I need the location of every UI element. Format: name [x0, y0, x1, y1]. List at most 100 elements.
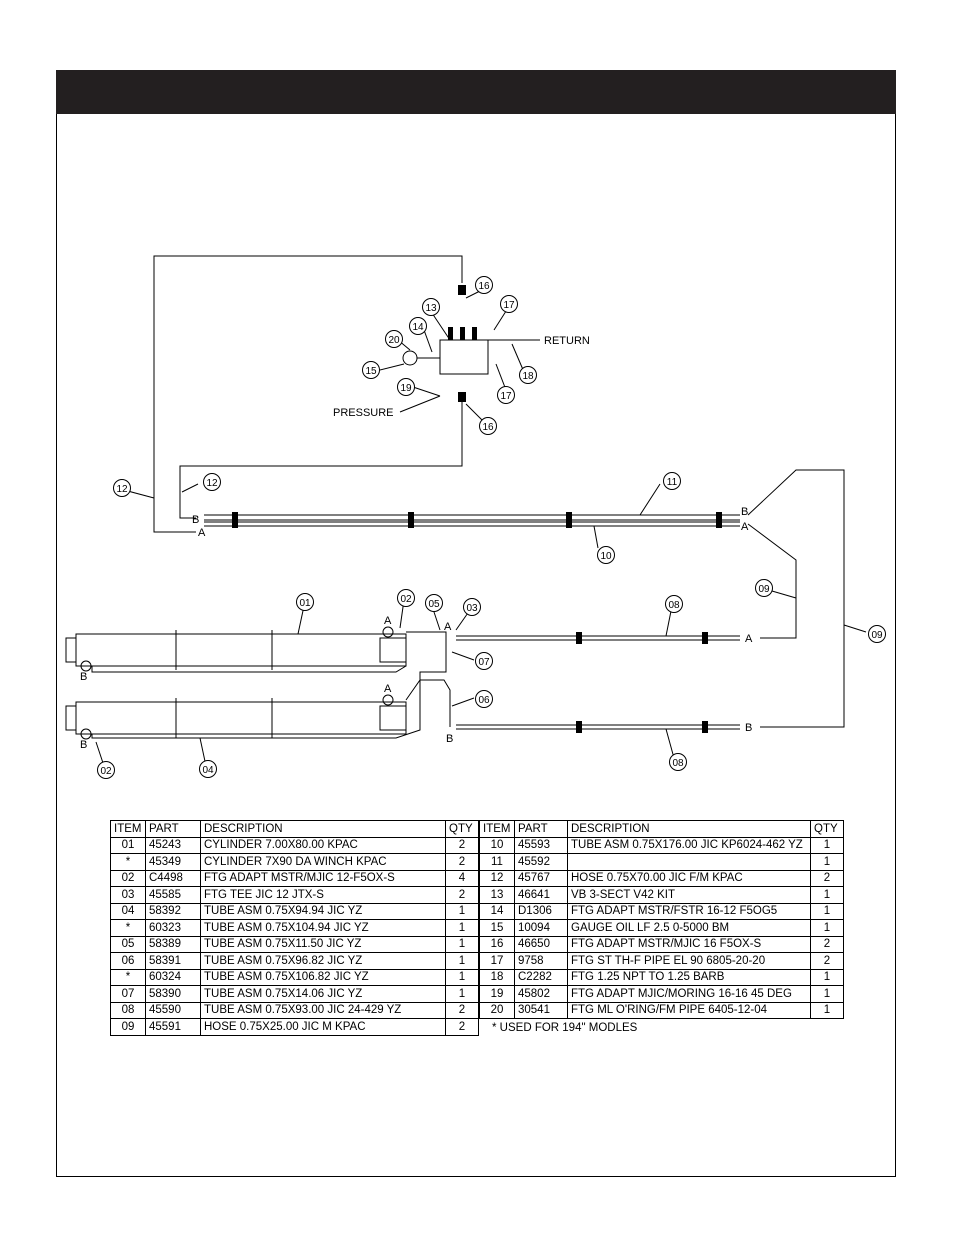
qty-cell: 1 — [445, 919, 479, 937]
return-label: RETURN — [544, 335, 590, 347]
part-cell: C4498 — [145, 869, 201, 887]
description-cell: TUBE ASM 0.75X96.82 JIC YZ — [200, 952, 446, 970]
part-cell: 45590 — [145, 1001, 201, 1019]
qty-cell: 2 — [445, 836, 479, 854]
qty-cell: 4 — [445, 869, 479, 887]
cylinder-lower — [75, 701, 407, 735]
qty-cell: 1 — [810, 1001, 844, 1019]
item-cell: 04 — [110, 902, 146, 920]
part-cell: 45767 — [514, 869, 568, 887]
description-cell: TUBE ASM 0.75X14.06 JIC YZ — [200, 985, 446, 1003]
description-cell: FTG ADAPT MSTR/MJIC 16 F5OX-S — [567, 935, 811, 953]
item-cell: 15 — [479, 919, 515, 937]
description-cell: HOSE 0.75X70.00 JIC F/M KPAC — [567, 869, 811, 887]
callout-bubble — [422, 298, 440, 316]
col-header: QTY — [445, 820, 479, 838]
qty-cell: 2 — [445, 1001, 479, 1019]
cylinder-upper — [75, 633, 407, 667]
description-cell: GAUGE OIL LF 2.5 0-5000 BM — [567, 919, 811, 937]
callout-number: 12 — [206, 478, 218, 489]
qty-cell: 1 — [445, 985, 479, 1003]
callout-bubble — [385, 330, 403, 348]
qty-cell: 1 — [445, 902, 479, 920]
part-cell: 58389 — [145, 935, 201, 953]
description-cell: TUBE ASM 0.75X176.00 JIC KP6024-462 YZ — [567, 836, 811, 854]
callout-bubble — [479, 417, 497, 435]
callout-bubble — [519, 366, 537, 384]
callout-bubble — [497, 386, 515, 404]
qty-cell: 2 — [445, 1018, 479, 1036]
callout-number: 04 — [202, 765, 214, 776]
port-a-label: A — [198, 527, 206, 539]
col-header: ITEM — [479, 820, 515, 838]
callout-number: 11 — [667, 477, 678, 488]
part-cell: 46641 — [514, 886, 568, 904]
part-cell: 30541 — [514, 1001, 568, 1019]
item-cell: 16 — [479, 935, 515, 953]
col-header: QTY — [810, 820, 844, 838]
tube-04 — [91, 640, 447, 739]
description-cell: FTG ADAPT MJIC/MORING 16-16 45 DEG — [567, 985, 811, 1003]
qty-cell: 1 — [810, 886, 844, 904]
qty-cell: 1 — [810, 853, 844, 871]
item-cell: 11 — [479, 853, 515, 871]
description-cell: FTG ML O'RING/FM PIPE 6405-12-04 — [567, 1001, 811, 1019]
callout-number: 18 — [522, 371, 534, 382]
part-cell: 45592 — [514, 853, 568, 871]
callout-number: 01 — [299, 598, 311, 609]
callout-number: 16 — [478, 281, 490, 292]
port-b-label: B — [745, 722, 752, 734]
part-cell: 10094 — [514, 919, 568, 937]
item-cell: 07 — [110, 985, 146, 1003]
description-cell: TUBE ASM 0.75X11.50 JIC YZ — [200, 935, 446, 953]
callout-bubble — [397, 589, 415, 607]
part-cell: 45349 — [145, 853, 201, 871]
callout-number: 09 — [758, 584, 770, 595]
callout-number: 03 — [466, 603, 478, 614]
item-cell: 06 — [110, 952, 146, 970]
callout-bubble — [475, 690, 493, 708]
gauge — [402, 350, 418, 366]
qty-cell: 1 — [445, 968, 479, 986]
callout-bubble — [199, 760, 217, 778]
callout-number: 09 — [871, 630, 883, 641]
header-bar — [56, 70, 896, 114]
item-cell: 01 — [110, 836, 146, 854]
qty-cell: 2 — [445, 853, 479, 871]
callout-number: 08 — [668, 600, 680, 611]
callout-number: 17 — [500, 391, 512, 402]
pressure-label: PRESSURE — [333, 407, 394, 419]
item-cell: 19 — [479, 985, 515, 1003]
callout-number: 13 — [425, 303, 437, 314]
callout-number: 17 — [503, 300, 515, 311]
item-cell: 09 — [110, 1018, 146, 1036]
item-cell: 02 — [110, 869, 146, 887]
qty-cell: 2 — [445, 886, 479, 904]
item-cell: 17 — [479, 952, 515, 970]
callout-bubble — [397, 378, 415, 396]
port-a-label: A — [741, 521, 749, 533]
port-b-label: B — [192, 514, 199, 526]
part-cell: 45593 — [514, 836, 568, 854]
part-cell: 45802 — [514, 985, 568, 1003]
hose-09-inner — [747, 523, 797, 639]
callout-number: 02 — [400, 594, 412, 605]
callout-number: 16 — [482, 422, 494, 433]
callout-number: 20 — [388, 335, 400, 346]
description-cell: FTG 1.25 NPT TO 1.25 BARB — [567, 968, 811, 986]
callout-bubble — [475, 652, 493, 670]
port-b-label: B — [80, 739, 87, 751]
callout-bubble — [409, 317, 427, 335]
callout-bubble — [362, 361, 380, 379]
col-header: PART — [145, 820, 201, 838]
